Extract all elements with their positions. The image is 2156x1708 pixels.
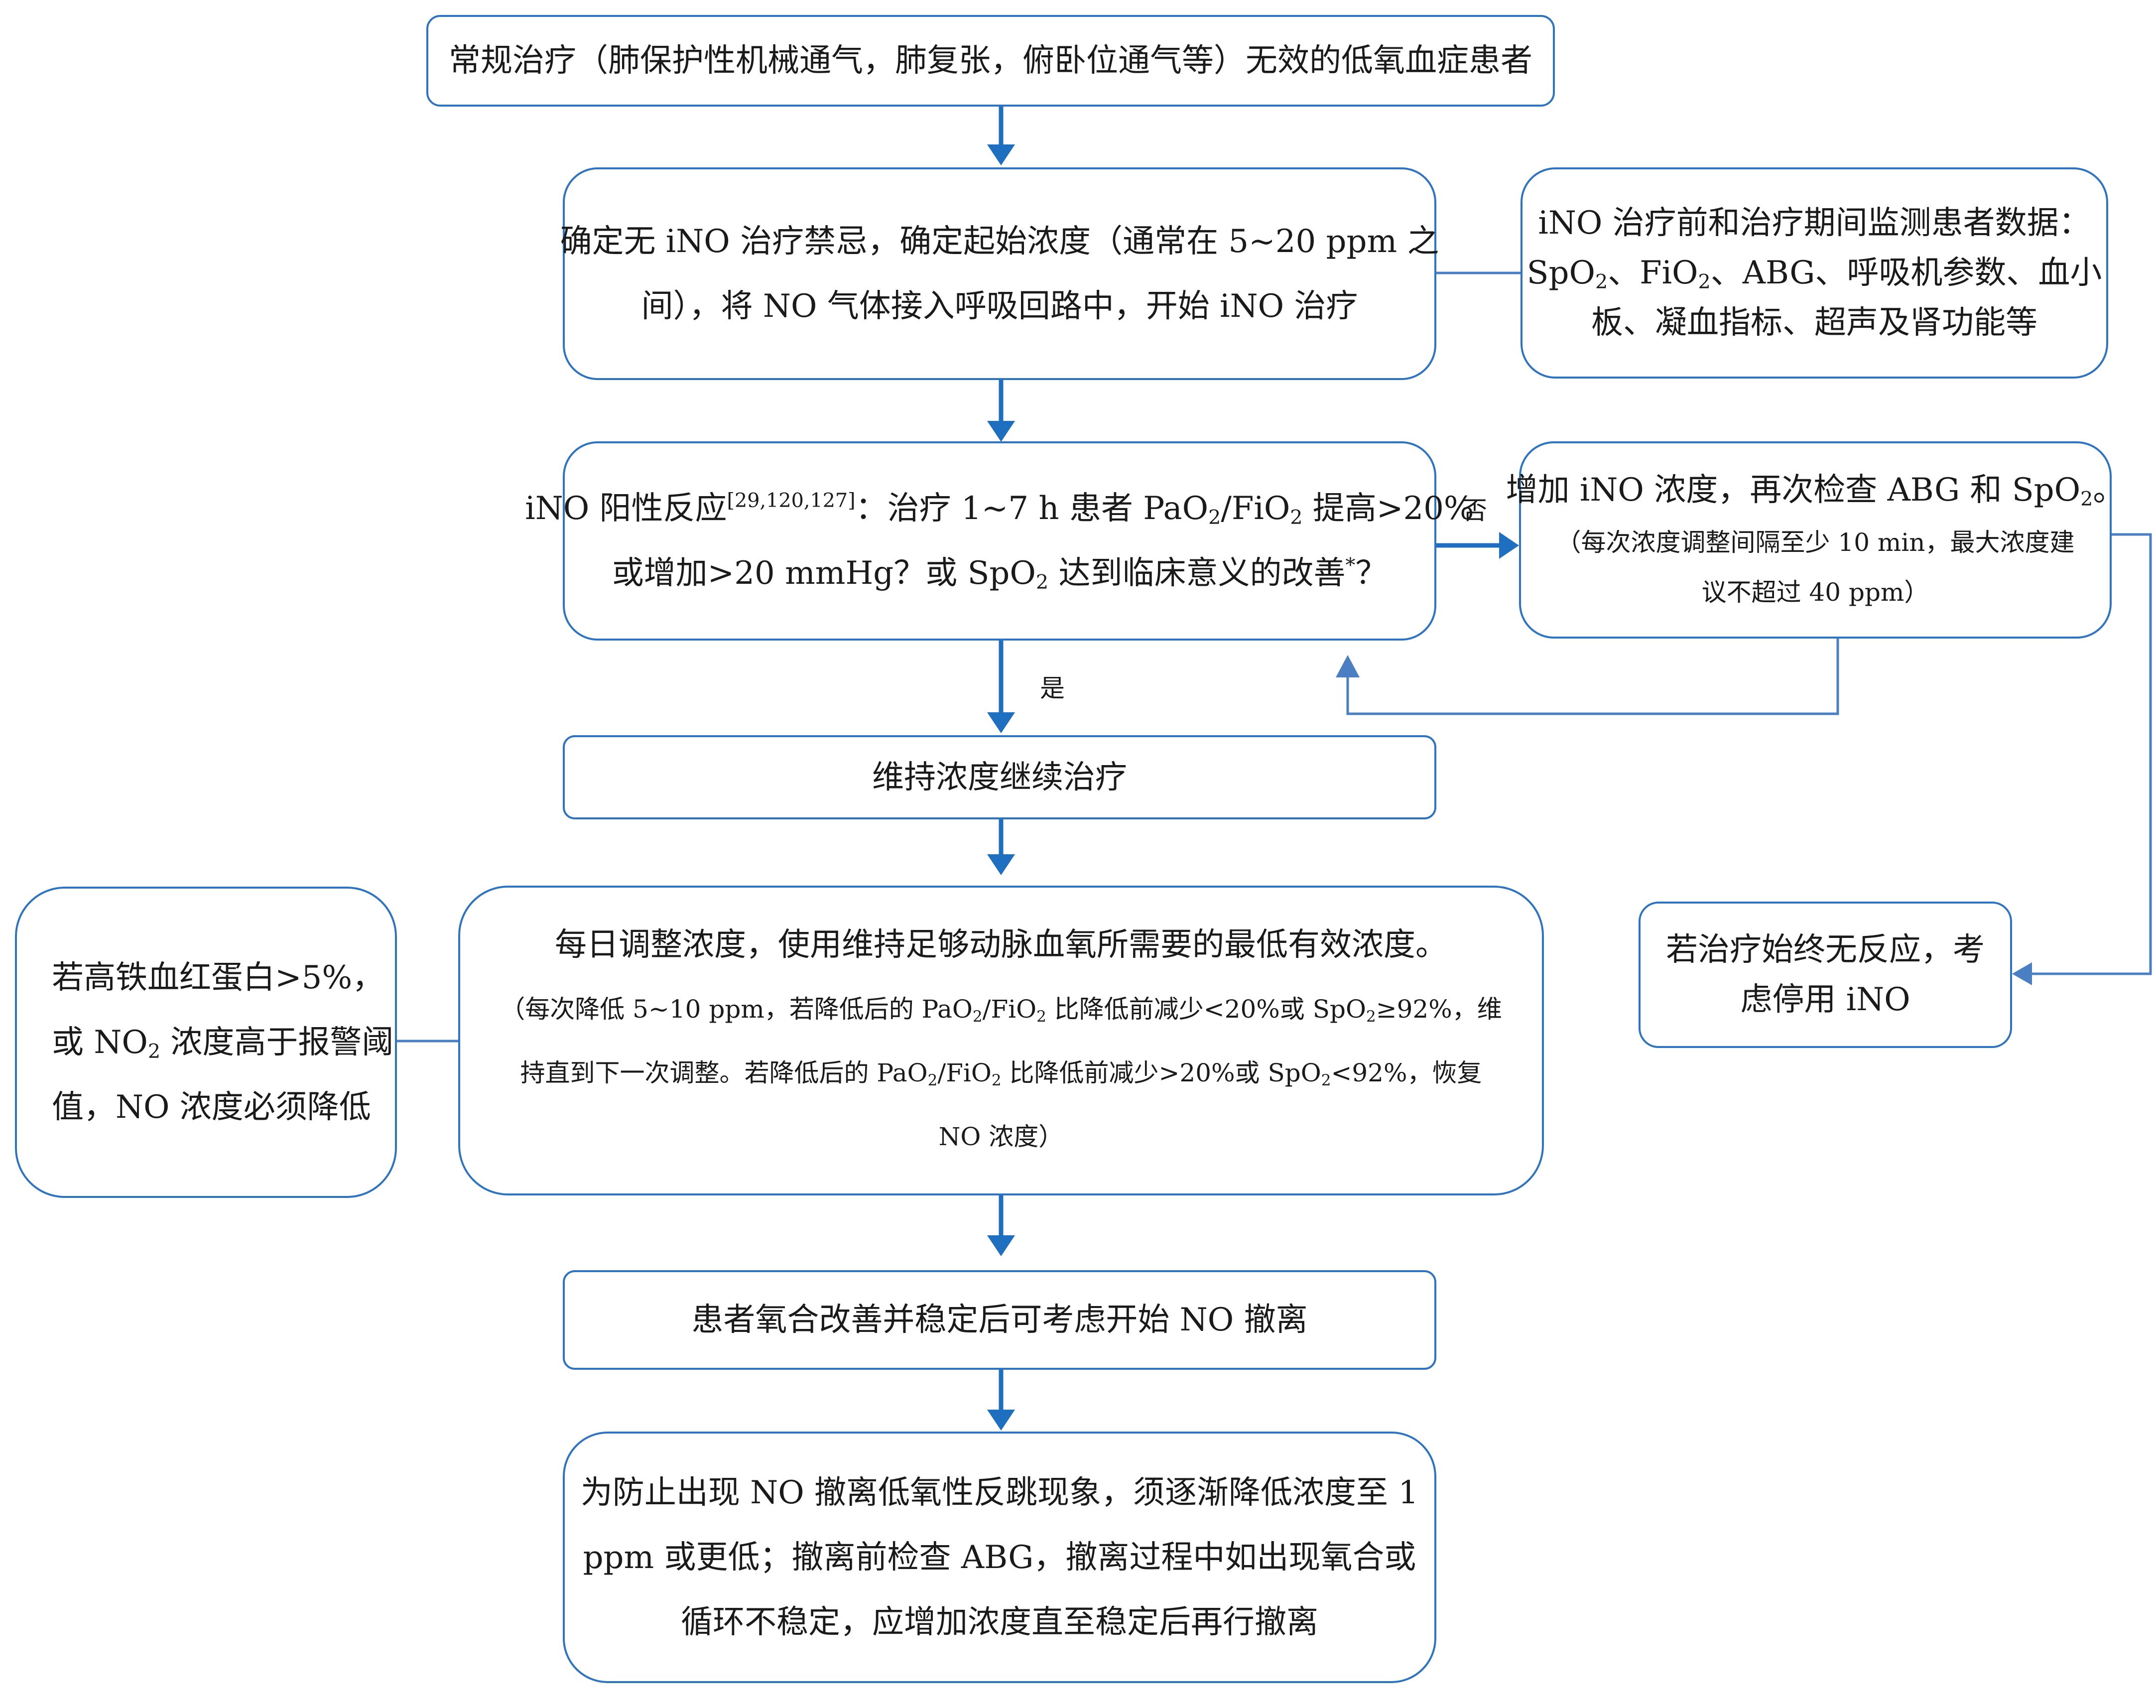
stop-ino-node: 若治疗始终无反应，考 虑停用 iNO <box>1639 902 2012 1048</box>
methb-line-1: 若高铁血红蛋白>5%， <box>52 959 384 996</box>
main-arrows <box>999 107 1499 1410</box>
methb-line-2: 或 NO2 浓度高于报警阈 <box>52 1024 394 1063</box>
start-text: 常规治疗（肺保护性机械通气，肺复张，俯卧位通气等）无效的低氧血症患者 <box>449 42 1532 79</box>
increase-line-3: 议不超过 40 ppm） <box>1701 578 1929 607</box>
wean-node: 患者氧合改善并稳定后可考虑开始 NO 撤离 <box>563 1270 1436 1370</box>
response-line-1: iNO 阳性反应[29,120,127]：治疗 1~7 h 患者 PaO2/Fi… <box>525 489 1474 529</box>
loop-back-connector <box>1346 639 1839 715</box>
monitor-node: iNO 治疗前和治疗期间监测患者数据： SpO2、FiO2、ABG、呼吸机参数、… <box>1521 167 2108 379</box>
stop-line-1: 若治疗始终无反应，考 <box>1666 931 1985 968</box>
wean-text: 患者氧合改善并稳定后可考虑开始 NO 撤离 <box>691 1302 1308 1338</box>
thin-arrow-heads <box>1336 655 2032 985</box>
thin-connectors <box>397 271 2152 1043</box>
adjust-line-3: 持直到下一次调整。若降低后的 PaO2/FiO2 比降低前减少>20%或 SpO… <box>520 1058 1482 1089</box>
adjust-line-1: 每日调整浓度，使用维持足够动脉血氧所需要的最低有效浓度。 <box>555 926 1447 963</box>
stop-connector <box>2032 533 2152 975</box>
adjust-line-4: NO 浓度） <box>938 1122 1064 1151</box>
initiate-line-2: 间），将 NO 气体接入呼吸回路中，开始 iNO 治疗 <box>641 287 1358 325</box>
start-node: 常规治疗（肺保护性机械通气，肺复张，俯卧位通气等）无效的低氧血症患者 <box>426 15 1555 107</box>
increase-dose-node: 增加 iNO 浓度，再次检查 ABG 和 SpO2。 （每次浓度调整间隔至少 1… <box>1506 441 2125 639</box>
final-line-3: 循环不稳定，应增加浓度直至稳定后再行撤离 <box>681 1603 1318 1641</box>
final-line-1: 为防止出现 NO 撤离低氧性反跳现象，须逐渐降低浓度至 1 <box>580 1474 1419 1511</box>
monitor-line-1: iNO 治疗前和治疗期间监测患者数据： <box>1538 205 2091 242</box>
initiate-line-1: 确定无 iNO 治疗禁忌，确定起始浓度（通常在 5~20 ppm 之 <box>560 223 1439 260</box>
increase-line-2: （每次浓度调整间隔至少 10 min，最大浓度建 <box>1556 528 2075 557</box>
increase-line-1: 增加 iNO 浓度，再次检查 ABG 和 SpO2。 <box>1506 472 2125 511</box>
response-decision-node: iNO 阳性反应[29,120,127]：治疗 1~7 h 患者 PaO2/Fi… <box>525 441 1474 641</box>
reference-citation: [29,120,127] <box>727 489 856 513</box>
methb-line-3: 值，NO 浓度必须降低 <box>52 1088 371 1126</box>
methemoglobin-node: 若高铁血红蛋白>5%， 或 NO2 浓度高于报警阈 值，NO 浓度必须降低 <box>15 887 397 1198</box>
arrow-heads <box>987 144 1519 1431</box>
maintain-node: 维持浓度继续治疗 <box>563 735 1436 819</box>
monitor-line-2: SpO2、FiO2、ABG、呼吸机参数、血小 <box>1526 255 2102 293</box>
initiate-node: 确定无 iNO 治疗禁忌，确定起始浓度（通常在 5~20 ppm 之 间），将 … <box>560 167 1439 380</box>
monitor-line-3: 板、凝血指标、超声及肾功能等 <box>1591 304 2037 341</box>
daily-adjust-node: 每日调整浓度，使用维持足够动脉血氧所需要的最低有效浓度。 （每次降低 5~10 … <box>458 886 1544 1195</box>
response-line-2: 或增加>20 mmHg？或 SpO2 达到临床意义的改善*？ <box>612 554 1388 594</box>
final-line-2: ppm 或更低；撤离前检查 ABG，撤离过程中如出现氧合或 <box>583 1539 1416 1576</box>
adjust-line-2: （每次降低 5~10 ppm，若降低后的 PaO2/FiO2 比降低前减少<20… <box>500 995 1502 1026</box>
maintain-text: 维持浓度继续治疗 <box>872 759 1127 796</box>
edge-label-yes: 是 <box>1040 674 1065 703</box>
stop-line-2: 虑停用 iNO <box>1740 981 1910 1018</box>
edge-label-no: 否 <box>1462 496 1487 525</box>
final-node: 为防止出现 NO 撤离低氧性反跳现象，须逐渐降低浓度至 1 ppm 或更低；撤离… <box>563 1432 1436 1683</box>
